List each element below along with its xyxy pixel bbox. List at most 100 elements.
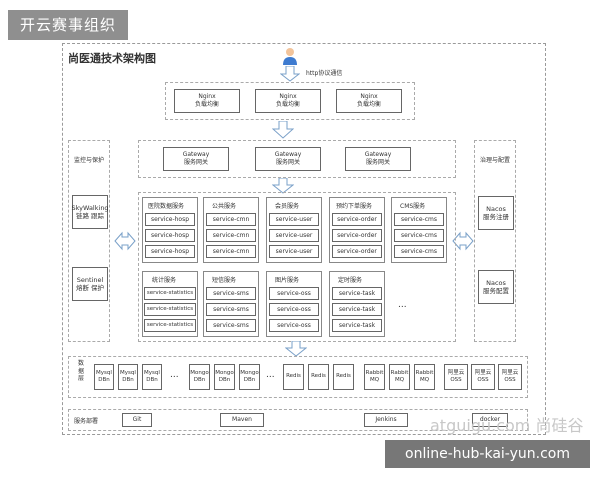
service-group-label: 图片服务 <box>275 277 300 284</box>
architecture-frame <box>62 43 546 435</box>
service-box: service-order <box>332 213 382 226</box>
service-box: service-order <box>332 245 382 258</box>
gateway-box: Gateway 服务网关 <box>163 147 229 171</box>
oss-box: 阿里云 OSS <box>444 364 468 390</box>
deploy-layer-label: 服务部署 <box>74 418 99 425</box>
redis-box: Redis <box>333 364 354 390</box>
nacos-registry-box: Nacos 服务注册 <box>478 196 514 230</box>
http-label: http协议通信 <box>306 70 343 77</box>
jenkins-box: Jenkins <box>364 413 408 427</box>
service-box: service-cms <box>394 245 444 258</box>
oss-box: 阿里云 OSS <box>498 364 522 390</box>
data-layer-label: 数 据 层 <box>78 360 85 382</box>
skywalking-box: SkyWalking 链路 跟踪 <box>71 195 109 229</box>
data-layer <box>68 356 528 398</box>
redis-box: Redis <box>308 364 329 390</box>
service-box: service-oss <box>269 319 319 332</box>
governance-panel <box>474 140 516 342</box>
service-group <box>391 197 447 263</box>
docker-box: docker <box>472 413 508 427</box>
mysql-box: Mysql DBn <box>118 364 138 390</box>
rabbitmq-box: Rabbit MQ <box>364 364 385 390</box>
data-ellipsis: ... <box>170 370 179 380</box>
gateway-box: Gateway 服务网关 <box>345 147 411 171</box>
sentinel-box: Sentinel 熔断 保护 <box>72 267 108 301</box>
nginx-layer <box>165 82 415 120</box>
service-group-label: 会员服务 <box>275 203 300 210</box>
service-group <box>329 197 385 263</box>
nacos-config-box: Nacos 服务配置 <box>478 270 514 304</box>
service-group-label: CMS服务 <box>400 203 426 210</box>
rabbitmq-box: Rabbit MQ <box>389 364 410 390</box>
service-group-label: 公共服务 <box>212 203 237 210</box>
diagram-title: 尚医通技术架构图 <box>68 52 156 65</box>
watermark: atguigu.com 尚硅谷 <box>430 416 584 435</box>
service-group <box>203 197 259 263</box>
service-box: service-user <box>269 213 319 226</box>
service-group <box>266 197 322 263</box>
double-arrow-icon <box>114 231 136 251</box>
brand-badge: 开云赛事组织 <box>8 10 128 40</box>
oss-box: 阿里云 OSS <box>471 364 495 390</box>
service-box: service-sms <box>206 319 256 332</box>
data-ellipsis: ... <box>266 370 275 380</box>
monitor-panel-label: 监控与保护 <box>74 157 105 164</box>
arrow-down-icon <box>272 178 294 194</box>
service-box: service-cmn <box>206 245 256 258</box>
gateway-box: Gateway 服务网关 <box>255 147 321 171</box>
user-icon <box>283 48 297 65</box>
service-group <box>142 197 198 263</box>
service-box: service-hosp <box>145 245 195 258</box>
deploy-layer <box>68 409 528 431</box>
service-box: service-user <box>269 245 319 258</box>
mongodb-box: Mongo DBn <box>189 364 210 390</box>
service-box: service-task <box>332 319 382 332</box>
service-box: service-statistics <box>144 319 196 332</box>
mongodb-box: Mongo DBn <box>239 364 260 390</box>
service-box: service-task <box>332 287 382 300</box>
service-box: service-user <box>269 229 319 242</box>
service-group-label: 预约下单服务 <box>336 203 373 210</box>
service-box: service-cmn <box>206 229 256 242</box>
service-box: service-hosp <box>145 213 195 226</box>
nginx-box: Nginx 负载均衡 <box>174 89 240 113</box>
service-box: service-sms <box>206 287 256 300</box>
service-box: service-oss <box>269 303 319 316</box>
service-box: service-sms <box>206 303 256 316</box>
monitor-panel <box>68 140 110 342</box>
service-box: service-oss <box>269 287 319 300</box>
mysql-box: Mysql DBn <box>94 364 114 390</box>
rabbitmq-box: Rabbit MQ <box>414 364 435 390</box>
service-box: service-statistics <box>144 287 196 300</box>
service-box: service-cms <box>394 213 444 226</box>
service-group-label: 统计服务 <box>152 277 177 284</box>
nginx-box: Nginx 负载均衡 <box>336 89 402 113</box>
service-box: service-cms <box>394 229 444 242</box>
maven-box: Maven <box>220 413 264 427</box>
service-box: service-task <box>332 303 382 316</box>
redis-box: Redis <box>283 364 304 390</box>
service-group <box>266 271 322 337</box>
service-group-label: 定时服务 <box>338 277 363 284</box>
footer-url: online-hub-kai-yun.com <box>385 440 590 468</box>
governance-panel-label: 治理与配置 <box>480 157 511 164</box>
service-box: service-statistics <box>144 303 196 316</box>
service-box: service-cmn <box>206 213 256 226</box>
service-box: service-order <box>332 229 382 242</box>
service-group <box>329 271 385 337</box>
arrow-down-icon <box>272 121 294 139</box>
nginx-box: Nginx 负载均衡 <box>255 89 321 113</box>
service-group-label: 医院数据服务 <box>148 203 185 210</box>
arrow-down-icon <box>280 66 300 82</box>
service-group <box>142 271 198 337</box>
arrow-down-icon <box>285 341 307 357</box>
service-box: service-hosp <box>145 229 195 242</box>
services-ellipsis: ... <box>398 300 407 310</box>
service-group <box>203 271 259 337</box>
gateway-layer <box>138 140 456 178</box>
git-box: Git <box>122 413 152 427</box>
mysql-box: Mysql DBn <box>142 364 162 390</box>
service-group-label: 短信服务 <box>212 277 237 284</box>
double-arrow-icon <box>452 231 474 251</box>
mongodb-box: Mongo DBn <box>214 364 235 390</box>
